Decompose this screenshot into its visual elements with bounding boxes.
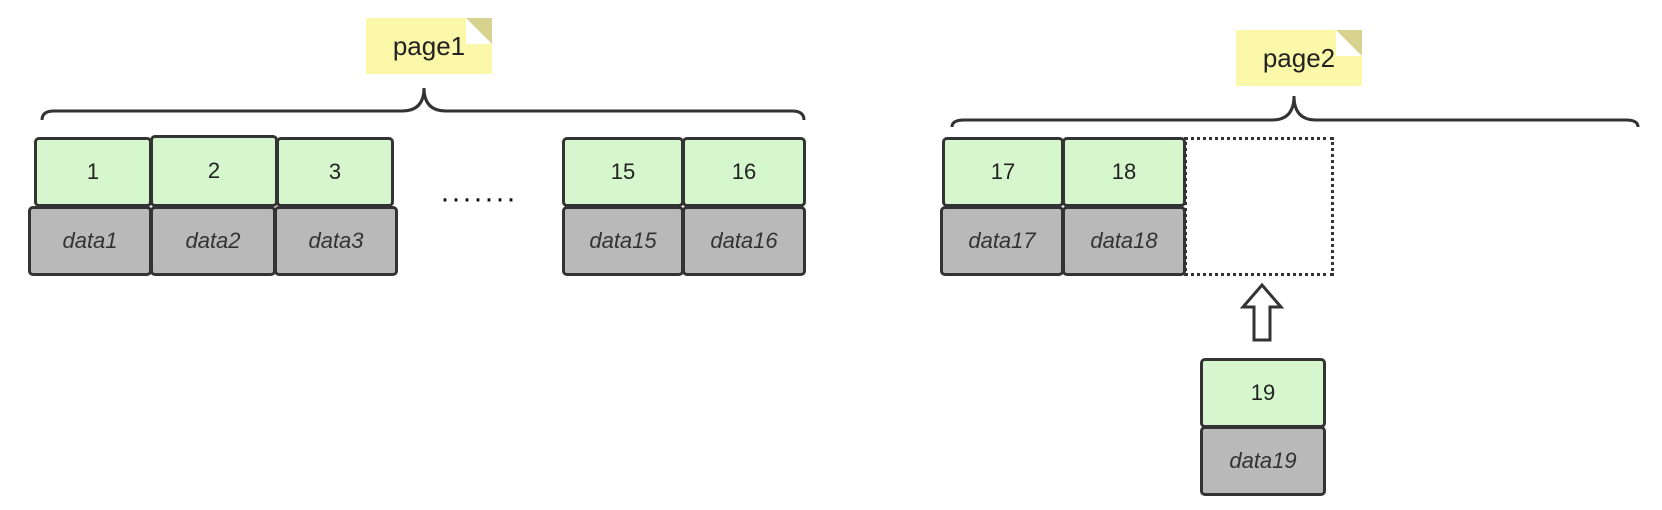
incoming-data-cell: data19	[1200, 426, 1326, 496]
key-label: 3	[328, 159, 342, 184]
page2-label: page2	[1236, 30, 1362, 86]
gap-ellipsis: ·······	[440, 182, 517, 215]
page2-data-cell: data17	[940, 206, 1064, 276]
data-label: data17	[968, 228, 1036, 253]
data-label: data3	[308, 228, 364, 253]
page1-key-cell: 1	[34, 137, 152, 207]
key-label: 19	[1250, 380, 1276, 405]
key-label: 18	[1111, 159, 1137, 184]
page1-data-cell: data3	[274, 206, 398, 276]
incoming-key-cell: 19	[1200, 358, 1326, 428]
page1-data-cell: data16	[682, 206, 806, 276]
data-label: data2	[185, 228, 241, 253]
page1-key-cell: 2	[150, 135, 278, 207]
page2-label-text: page2	[1262, 42, 1336, 73]
page1-data-cell: data2	[150, 206, 276, 276]
page1-key-cell: 15	[562, 137, 684, 207]
data-label: data15	[589, 228, 657, 253]
key-label: 17	[990, 159, 1016, 184]
page1-data-cell: data15	[562, 206, 684, 276]
insert-arrow	[1239, 282, 1285, 342]
data-label: data19	[1229, 448, 1297, 473]
page2-key-cell: 18	[1062, 137, 1186, 207]
page2-note-fold	[1336, 30, 1362, 56]
page2-brace	[950, 95, 1640, 128]
data-label: data16	[710, 228, 778, 253]
page1-data-cell: data1	[28, 206, 152, 276]
page2-key-cell: 17	[942, 137, 1064, 207]
key-label: 15	[610, 159, 636, 184]
data-label: data18	[1090, 228, 1158, 253]
page1-label: page1	[366, 18, 492, 74]
page1-key-cell: 16	[682, 137, 806, 207]
page1-brace	[40, 87, 806, 121]
key-label: 1	[86, 159, 100, 184]
data-label: data1	[62, 228, 118, 253]
key-label: 16	[731, 159, 757, 184]
page1-key-cell: 3	[276, 137, 394, 207]
empty-slot	[1184, 137, 1334, 276]
page2-data-cell: data18	[1062, 206, 1186, 276]
key-label: 2	[207, 158, 221, 183]
page1-label-text: page1	[392, 30, 466, 61]
page1-note-fold	[466, 18, 492, 44]
